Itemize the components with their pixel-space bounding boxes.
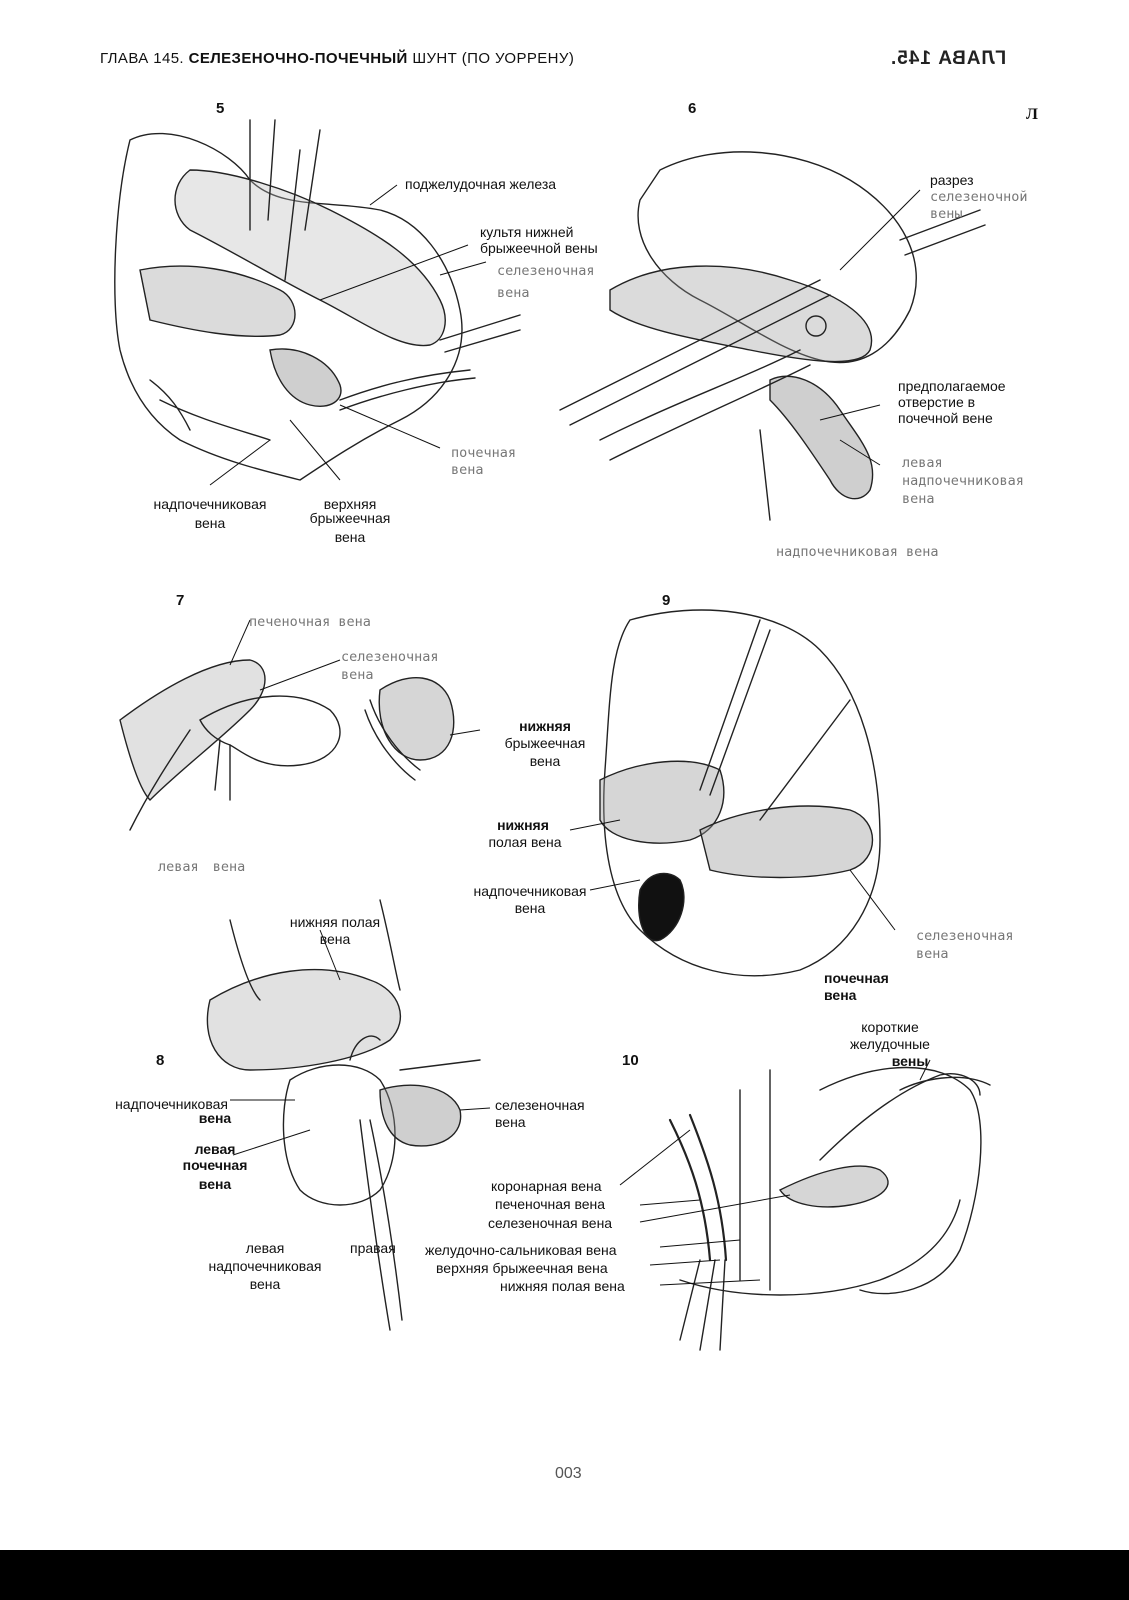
label-imv-stump-2: брыжеечной вены: [480, 240, 598, 256]
label-imv-7-1: нижняя: [519, 718, 571, 734]
figure-6-drawing: [559, 151, 986, 521]
label-incision-3: вены: [930, 206, 963, 222]
figure-7-number: 7: [176, 592, 185, 609]
label-splenic-vein-1: селезеночная: [497, 263, 595, 279]
label-imv-7-3: вена: [529, 753, 561, 769]
page-number: 003: [555, 1465, 582, 1482]
label-splenic-8-2: вена: [495, 1114, 526, 1130]
label-adrenal-8-2: вена: [198, 1110, 232, 1126]
figure-5-drawing: [114, 119, 521, 481]
label-renal-vein-2: вена: [451, 462, 484, 478]
label-smv-10: верхняя брыжеечная вена: [436, 1260, 608, 1276]
label-adrenal-vein-6: надпочечниковая вена: [776, 544, 939, 560]
label-splenic-9-1: селезеночная: [916, 928, 1014, 944]
label-smv-2: брыжеечная: [309, 510, 391, 526]
label-renal-vein-1: почечная: [451, 445, 517, 461]
chapter-label: ГЛАВА 145.: [100, 50, 185, 67]
label-left-adrenal-2: надпочечниковая: [902, 473, 1024, 489]
label-gastroepiploic-vein: желудочно-сальниковая вена: [425, 1242, 617, 1258]
chapter-title-bold: СЕЛЕЗЕНОЧНО-ПОЧЕЧНЫЙ: [188, 50, 408, 67]
label-splenic-vein-10: селезеночная вена: [488, 1215, 613, 1231]
label-adrenal-9-1: надпочечниковая: [473, 883, 587, 899]
label-adrenal-9-2: вена: [514, 900, 546, 916]
figure-5-number: 5: [216, 100, 225, 117]
label-ivc-10: нижняя полая вена: [500, 1278, 625, 1294]
figure-9-drawing: [599, 609, 881, 977]
label-opening-3: почечной вене: [898, 410, 993, 426]
label-adrenal-vein-1: надпочечниковая: [153, 496, 267, 512]
label-ivc-9-1: нижняя: [497, 817, 549, 833]
label-ivc-9-2: полая вена: [488, 834, 562, 850]
label-incision-2: селезеночной: [930, 189, 1028, 205]
label-hepatic-vein-7: печеночная вена: [249, 614, 371, 630]
chapter-title-rest: ШУНТ (ПО УОРРЕНУ): [412, 50, 575, 67]
label-adrenal-vein-2: вена: [194, 515, 226, 531]
label-ivc-8-2: вена: [319, 931, 351, 947]
label-renal-9-1: почечная: [824, 970, 889, 986]
label-renal-9-2: вена: [824, 987, 857, 1003]
label-splenic-vein-7-1: селезеночная: [341, 649, 439, 665]
figure-10-drawing: [668, 1066, 991, 1351]
label-smv-3: вена: [334, 529, 366, 545]
label-left-adrenal-8-3: вена: [249, 1276, 281, 1292]
label-coronary-vein: коронарная вена: [491, 1178, 602, 1194]
scan-bottom-bar: [0, 1550, 1129, 1600]
label-opening-1: предполагаемое: [898, 378, 1006, 394]
figure-8-drawing: [206, 899, 481, 1331]
label-left-renal-8-2: почечная: [182, 1157, 248, 1173]
figure-6-number: 6: [688, 100, 697, 117]
label-imv-stump-1: культя нижней: [480, 224, 574, 240]
label-ivc-8-1: нижняя полая: [289, 914, 381, 930]
corner-mark: Л: [1026, 106, 1038, 123]
label-splenic-vein-2: вена: [497, 285, 530, 301]
label-left-adrenal-8-1: левая: [245, 1240, 285, 1256]
label-short-gastric-3: вены: [891, 1053, 929, 1069]
label-left-renal-8-1: левая: [194, 1141, 236, 1157]
label-left-adrenal-8-2: надпочечниковая: [208, 1258, 322, 1274]
label-smv-1: верхняя: [323, 496, 377, 512]
label-splenic-8-1: селезеночная: [495, 1097, 585, 1113]
label-opening-2: отверстие в: [898, 394, 976, 410]
figure-8-number: 8: [156, 1052, 165, 1069]
figure-9-number: 9: [662, 592, 671, 609]
figure-10-number: 10: [622, 1052, 639, 1069]
label-short-gastric-1: короткие: [861, 1019, 919, 1035]
label-incision-1: разрез: [930, 172, 974, 188]
label-adrenal-8-1: надпочечниковая: [115, 1096, 228, 1112]
label-left-renal-8-3: вена: [198, 1176, 232, 1192]
label-left-vein-7: левая вена: [158, 859, 246, 875]
label-pancreas: поджелудочная железа: [405, 176, 557, 192]
anatomical-illustrations: [114, 119, 991, 1351]
figure-7-drawing: [119, 659, 455, 831]
label-splenic-vein-7-2: вена: [341, 667, 374, 683]
label-hepatic-vein-10: печеночная вена: [495, 1196, 606, 1212]
label-splenic-9-2: вена: [916, 946, 949, 962]
running-header: ГЛАВА 145. СЕЛЕЗЕНОЧНО-ПОЧЕЧНЫЙ ШУНТ (ПО…: [100, 50, 574, 67]
label-left-adrenal-1: левая: [902, 455, 943, 471]
label-right-8: правая: [350, 1240, 396, 1256]
label-imv-7-2: брыжеечная: [504, 735, 586, 751]
label-left-adrenal-3: вена: [902, 491, 935, 507]
label-short-gastric-2: желудочные: [850, 1036, 930, 1052]
